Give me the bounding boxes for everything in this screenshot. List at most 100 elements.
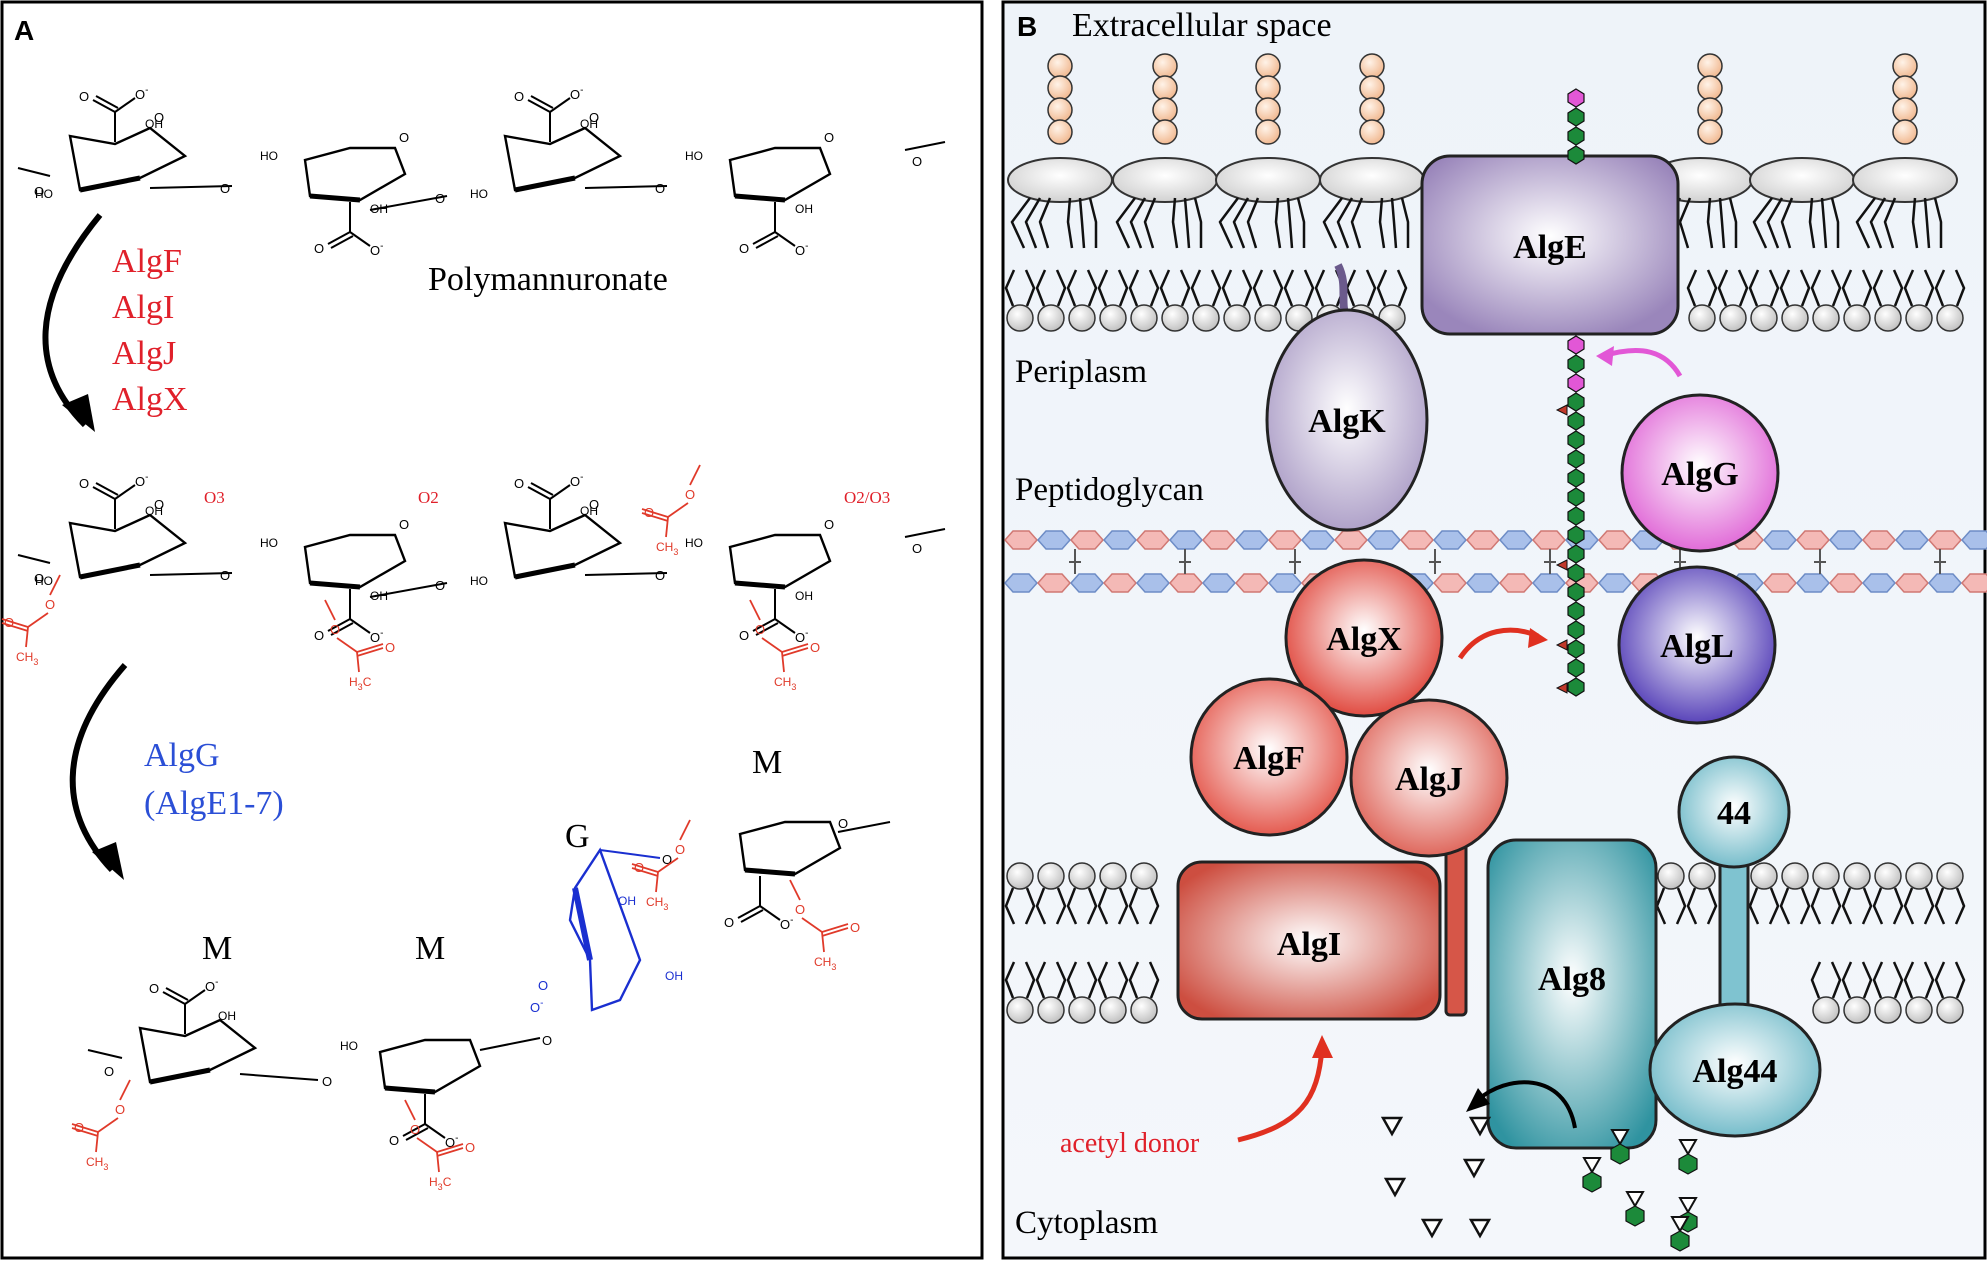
glycosidic-oxygen-label: O [104, 1064, 114, 1079]
peptide-crosslink [1934, 549, 1946, 574]
bond [752, 231, 776, 245]
glycan-unit [1201, 530, 1237, 550]
acetyl-bond [356, 647, 384, 657]
acetyl-bond [1, 622, 29, 632]
glycan-unit [1003, 530, 1039, 550]
lipid-tail [1128, 887, 1140, 925]
sugar-ring-front-bond [734, 580, 786, 590]
o-antigen-sugar [1359, 119, 1385, 145]
lipid-head [1936, 996, 1964, 1024]
position-label-o2-o3: O2/O3 [844, 488, 890, 507]
lps-tail [1350, 197, 1364, 249]
lipid-tail [1128, 961, 1140, 999]
chain-end-bond [87, 1049, 123, 1059]
lipid-tail [1272, 269, 1284, 307]
acetyl-bond [821, 927, 849, 937]
methyl-suffix: C [363, 675, 372, 689]
region-extracellular-label: Extracellular space [1072, 7, 1332, 44]
glycan-unit [1498, 573, 1534, 593]
methyl-subscript: 3 [358, 682, 363, 692]
glycan-unit [1531, 573, 1567, 593]
o-antigen-sugar [1047, 75, 1073, 101]
carbonyl-oxygen-label: O [79, 89, 89, 104]
lps-tail [1183, 197, 1191, 249]
hydroxyl-label: OH [580, 117, 598, 131]
guluronate-carbonyl-label: O [538, 978, 548, 993]
acetyl-oxygen-label: O [115, 1102, 125, 1117]
glycan-unit [1498, 530, 1534, 550]
glycan-unit [1135, 530, 1171, 550]
lipid-tail [1903, 887, 1915, 925]
acetyl-carbonyl-label: O [385, 640, 395, 655]
lps-tail [1078, 197, 1086, 249]
o-antigen-sugar [1359, 53, 1385, 79]
lipid-tail [1066, 961, 1078, 999]
charge-label: - [540, 998, 543, 1009]
nucleotide-symbol [1670, 1216, 1690, 1234]
sugar-ring-front-bond [309, 193, 361, 203]
mannuronate-residue [1567, 468, 1585, 488]
lipid-tail [1097, 269, 1109, 307]
glycosidic-bond [369, 195, 448, 211]
lipid-head [1812, 862, 1840, 890]
lipid-head [1006, 862, 1034, 890]
acetyl-bond [781, 643, 809, 653]
mannuronate-residue [1567, 487, 1585, 507]
acetyl-donor-symbol [1468, 1218, 1492, 1239]
o-antigen-sugar [1152, 119, 1178, 145]
carboxylate-oxygen-label: O- [370, 241, 383, 258]
glycan-unit [1069, 573, 1105, 593]
lipid-tail [1903, 269, 1915, 307]
glycan-unit [1861, 573, 1897, 593]
lps-tail [1115, 197, 1136, 249]
mannuronate-residue [1567, 107, 1585, 127]
methyl-label: CH3 [774, 675, 796, 692]
bond [549, 97, 571, 113]
lps-tail [1171, 197, 1179, 249]
hydroxyl-label: OH [580, 504, 598, 518]
lps-tail [1286, 197, 1294, 249]
glycan-unit [1894, 573, 1930, 593]
region-cytoplasm-label: Cytoplasm [1015, 1205, 1158, 1241]
lps-tail [1718, 197, 1726, 249]
mannuronate-residue [1567, 411, 1585, 431]
glycosidic-oxygen-label: O [435, 578, 445, 593]
acetyl-bond [655, 871, 659, 893]
acetyl-bond [49, 574, 61, 596]
lipid-tail [1024, 887, 1036, 925]
lipid-head [1161, 304, 1189, 332]
guluronate-hydroxyl-label: OH [618, 894, 636, 908]
glycan-unit [1267, 573, 1303, 593]
acetyl-bond [641, 508, 669, 518]
carbonyl-oxygen-label: O [739, 241, 749, 256]
acetyl-bond [657, 857, 679, 873]
gdp-mannuronate-sugar [1625, 1205, 1645, 1227]
lipid-tail [1055, 961, 1067, 999]
lipid-tail [1024, 269, 1036, 307]
glycan-unit [1102, 530, 1138, 550]
lipid-tail [1954, 961, 1966, 999]
lps-tail [1923, 197, 1931, 249]
acetyl-bond [25, 626, 29, 648]
lps-core [1007, 157, 1113, 203]
lipid-head [1750, 862, 1778, 890]
nucleotide-sugar-pool [1380, 1116, 1698, 1252]
acetyl-oxygen-label: O [330, 622, 340, 637]
lipid-tail [1314, 269, 1326, 307]
glycan-unit [1960, 573, 1987, 593]
lipid-tail [1861, 269, 1873, 307]
hydroxyl-label: HO [470, 187, 488, 201]
glycosidic-oxygen-label: O [220, 181, 230, 196]
alg44-protein: 44 Alg44 [1648, 755, 1822, 1138]
mannuronate-residue [1567, 449, 1585, 469]
lipid-tail [1748, 269, 1760, 307]
lipid-tail [1810, 269, 1822, 307]
carboxylate-oxygen-label: O- [370, 628, 383, 645]
glycan-unit [1135, 573, 1171, 593]
carbonyl-oxygen-label: O [149, 981, 159, 996]
glycan-unit [1762, 573, 1798, 593]
bond [424, 1123, 446, 1139]
glycosidic-oxygen-label: O [220, 568, 230, 583]
bond [755, 622, 779, 636]
